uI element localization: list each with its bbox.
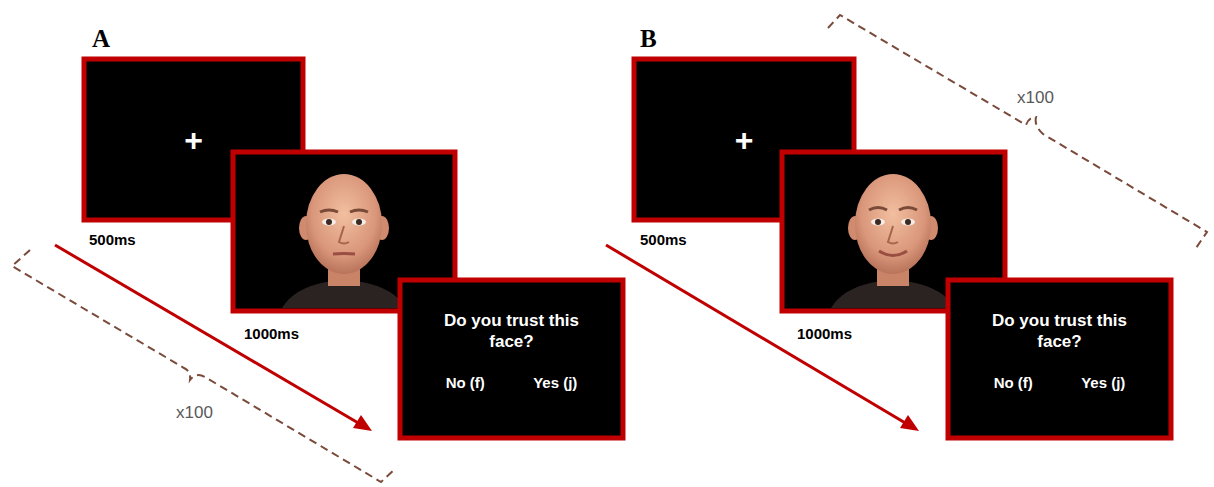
fixation-cross: +: [735, 124, 754, 156]
response-options: No (f) Yes (j): [970, 374, 1150, 391]
repeat-count: x100: [1017, 88, 1054, 108]
question-screen: [948, 280, 1171, 438]
fixation-screen: +: [84, 59, 303, 220]
response-options: No (f) Yes (j): [422, 374, 602, 391]
duration-label: 1000ms: [797, 325, 852, 342]
time-arrow: [606, 245, 907, 424]
face-neutral: [282, 174, 406, 308]
repeat-bracket: [828, 15, 1207, 248]
response-key: Yes (j): [1081, 374, 1125, 391]
arrow-head: [353, 415, 372, 431]
arrow-head: [900, 415, 919, 431]
repeat-count: x100: [176, 403, 213, 423]
question-screen: Do you trust this face? No (f) Yes (j): [948, 280, 1171, 438]
response-key: Yes (j): [533, 374, 577, 391]
duration-label: 500ms: [89, 231, 136, 248]
question-screen: [400, 280, 623, 438]
panel-letter: B: [640, 25, 657, 53]
fixation-cross: +: [184, 124, 203, 156]
fixation-screen: +: [634, 59, 854, 220]
duration-label: 1000ms: [244, 325, 299, 342]
question-text: Do you trust this face?: [429, 310, 594, 352]
time-arrow: [55, 245, 360, 424]
response-key: No (f): [446, 374, 485, 391]
question-screen: Do you trust this face? No (f) Yes (j): [400, 280, 623, 438]
duration-label: 500ms: [640, 231, 687, 248]
face-smiling: [831, 174, 955, 308]
question-text: Do you trust this face?: [977, 310, 1142, 352]
panel-letter: A: [92, 25, 110, 53]
repeat-bracket: [12, 250, 396, 482]
response-key: No (f): [994, 374, 1033, 391]
